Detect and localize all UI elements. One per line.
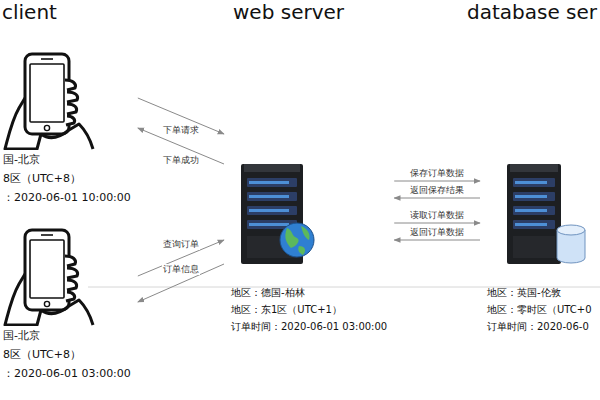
- message-arrow: [394, 181, 480, 182]
- column-heading: web server: [233, 0, 344, 24]
- phone-hand-icon: [3, 50, 98, 150]
- arrow-label: 下单请求: [162, 125, 200, 136]
- message-arrow: [138, 240, 224, 276]
- node-text: 8区（UTC+8）: [3, 345, 131, 364]
- arrow-label: 保存订单数据: [409, 168, 465, 179]
- client-phone: 国-北京8区（UTC+8）：2020-06-01 10:00:00: [0, 48, 134, 209]
- node-text: 地区：英国-伦敦: [487, 284, 597, 301]
- arrow-label: 返回订单数据: [409, 227, 465, 238]
- client-phone: 国-北京8区（UTC+8）：2020-06-01 03:00:00: [0, 224, 134, 385]
- node-text: ：2020-06-01 10:00:00: [3, 188, 131, 207]
- arrow-label: 查询订单: [162, 239, 200, 250]
- web-server: 地区：德国-柏林地区：东1区（UTC+1）订单时间：2020-06-01 03:…: [228, 156, 390, 337]
- message-arrow: [394, 223, 480, 224]
- database-server-icon: [487, 158, 597, 284]
- message-arrow: [394, 198, 480, 199]
- arrow-label: 返回保存结果: [409, 185, 465, 196]
- message-arrow: [138, 264, 224, 302]
- column-heading: client: [2, 0, 57, 24]
- node-text: 地区：德国-柏林: [231, 284, 387, 301]
- node-text: 地区：东1区（UTC+1）: [231, 301, 387, 318]
- node-text: 8区（UTC+8）: [3, 169, 131, 188]
- node-text: 地区：零时区（UTC+0: [487, 301, 597, 318]
- column-heading: database ser: [467, 0, 597, 24]
- web-server-icon: [231, 158, 341, 284]
- message-arrow: [394, 240, 480, 241]
- arrow-label: 订单信息: [162, 264, 200, 275]
- node-text: 订单时间：2020-06-01 03:00:00: [231, 318, 387, 335]
- phone-hand-icon: [3, 226, 98, 326]
- arrow-label: 读取订单数据: [409, 210, 465, 221]
- node-text: 订单时间：2020-06-0: [487, 318, 597, 335]
- node-text: 国-北京: [3, 150, 131, 169]
- database-server: 地区：英国-伦敦地区：零时区（UTC+0订单时间：2020-06-0: [484, 156, 600, 337]
- node-text: ：2020-06-01 03:00:00: [3, 364, 131, 383]
- arrow-label: 下单成功: [162, 155, 200, 166]
- node-text: 国-北京: [3, 326, 131, 345]
